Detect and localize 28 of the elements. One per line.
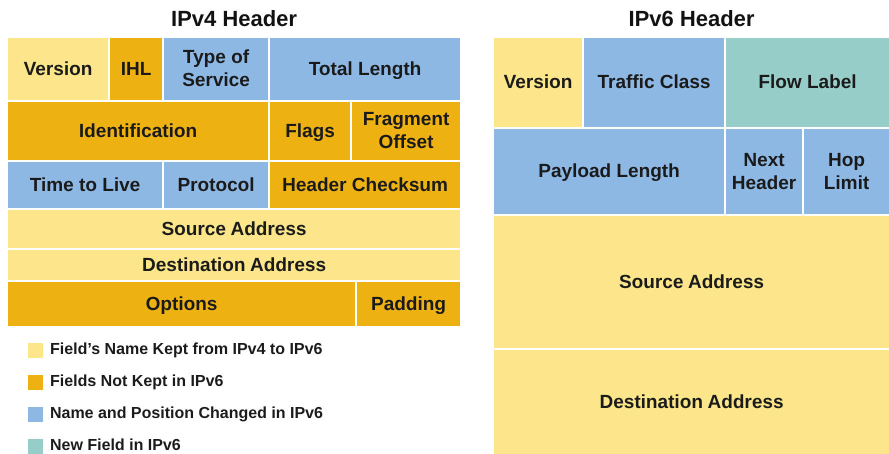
header-field-cell: Flags	[270, 102, 350, 160]
header-field-cell: Type of Service	[164, 38, 268, 100]
header-field-cell: Header Checksum	[270, 162, 460, 208]
header-field-cell: Options	[8, 282, 355, 326]
header-field-cell: Total Length	[270, 38, 460, 100]
header-field-cell: Version	[494, 38, 582, 127]
legend-label: New Field in IPv6	[50, 437, 181, 454]
legend-label: Field’s Name Kept from IPv4 to IPv6	[50, 341, 322, 359]
header-field-cell: Padding	[357, 282, 460, 326]
header-field-cell: Fragment Offset	[352, 102, 460, 160]
header-field-cell: Next Header	[726, 129, 802, 214]
header-title: IPv4 Header	[170, 6, 298, 32]
header-field-cell: Source Address	[494, 216, 889, 348]
header-field-cell: Traffic Class	[584, 38, 724, 127]
header-title: IPv6 Header	[628, 6, 756, 32]
header-field-cell: Flow Label	[726, 38, 889, 127]
header-field-cell: Source Address	[8, 210, 460, 248]
header-field-cell: Identification	[8, 102, 268, 160]
header-field-cell: Destination Address	[494, 350, 889, 454]
header-field-cell: Version	[8, 38, 108, 100]
legend-label: Fields Not Kept in IPv6	[50, 373, 224, 391]
header-field-cell: Destination Address	[8, 250, 460, 280]
header-field-cell: Protocol	[164, 162, 268, 208]
header-field-cell: Time to Live	[8, 162, 162, 208]
header-field-cell: IHL	[110, 38, 162, 100]
legend-label: Name and Position Changed in IPv6	[50, 405, 323, 423]
header-field-cell: Payload Length	[494, 129, 724, 214]
header-field-cell: Hop Limit	[804, 129, 889, 214]
